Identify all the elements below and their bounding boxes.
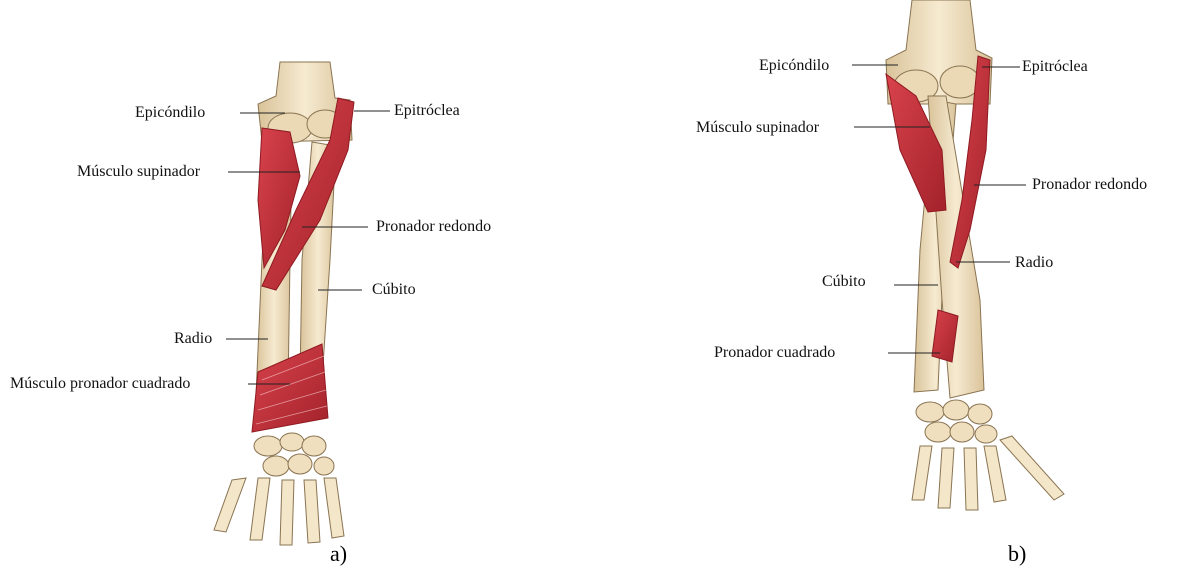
label-radius: Radio [1015,254,1053,272]
label-supinator: Músculo supinador [77,163,200,181]
label-pronator-teres: Pronador redondo [376,218,491,236]
metacarpal-bones [214,478,344,545]
label-pronator-teres: Pronador redondo [1032,176,1147,194]
label-ulna: Cúbito [372,281,416,299]
forearm-pronation-illustration [680,0,1183,571]
label-epicondilo: Epicóndilo [759,57,829,75]
label-radius: Radio [174,330,212,348]
carpal-bones [254,433,334,476]
forearm-supination-illustration [0,0,560,571]
figure-a-panel: Epicóndilo Epitróclea Músculo supinador … [0,0,560,571]
label-epitroclea: Epitróclea [394,102,460,120]
figure-b-panel: Epicóndilo Epitróclea Músculo supinador … [680,0,1183,571]
label-ulna: Cúbito [822,273,866,291]
caption-a: a) [330,541,347,567]
label-pronator-quadratus: Músculo pronador cuadrado [10,375,190,393]
label-pronator-quadratus: Pronador cuadrado [714,344,835,362]
label-epicondilo: Epicóndilo [135,104,205,122]
label-epitroclea: Epitróclea [1022,58,1088,76]
caption-b: b) [1008,541,1026,567]
label-supinator: Músculo supinador [696,119,819,137]
metacarpal-bones [912,436,1064,510]
carpal-bones [916,400,997,443]
